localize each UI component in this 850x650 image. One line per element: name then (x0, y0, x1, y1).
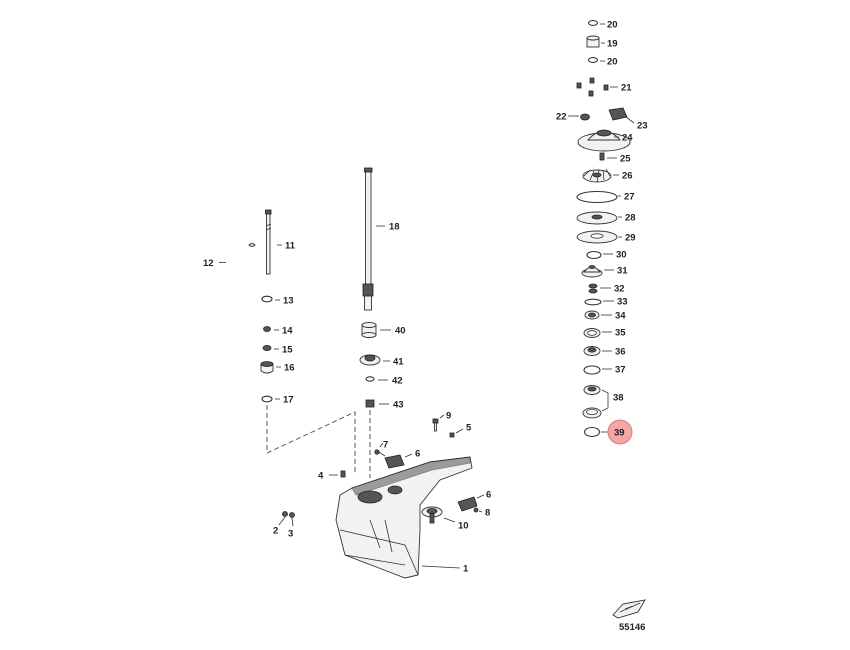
part-24-pump-housing[interactable] (577, 129, 631, 152)
part-10-trim-tab[interactable] (421, 506, 443, 524)
callout-23: 23 (637, 121, 648, 132)
part-31-carrier[interactable] (581, 265, 603, 278)
callout-35: 35 (615, 328, 626, 339)
part-16-bushing[interactable] (260, 361, 274, 374)
part-27-gasket[interactable] (576, 190, 618, 204)
callout-18: 18 (389, 222, 400, 233)
part-6-anode-lower[interactable] (457, 496, 478, 512)
driveshaft-group: 18 40 41 42 43 (359, 167, 406, 411)
callout-4: 4 (318, 471, 324, 482)
callout-11: 11 (285, 241, 296, 252)
callout-16: 16 (284, 363, 295, 374)
callout-39: 39 (614, 428, 625, 439)
callout-37: 37 (615, 365, 626, 376)
part-4-pin[interactable] (340, 470, 346, 478)
callout-34: 34 (615, 311, 626, 322)
part-26-impeller[interactable] (582, 168, 612, 183)
part-35-race[interactable] (583, 328, 601, 338)
callout-22: 22 (556, 112, 567, 123)
part-3-washer[interactable] (289, 512, 295, 518)
callout-25: 25 (620, 154, 631, 165)
callout-36: 36 (615, 347, 626, 358)
part-6-anode-upper[interactable] (384, 454, 405, 469)
part-11-shift-shaft[interactable] (265, 209, 272, 275)
part-1-gear-housing[interactable] (335, 456, 473, 579)
shift-shaft-group: 11 12 13 14 15 16 17 (203, 209, 296, 406)
part-34-bearing[interactable] (584, 310, 600, 320)
callout-32: 32 (614, 284, 625, 295)
callout-24: 24 (622, 133, 633, 144)
callout-42: 42 (392, 376, 403, 387)
part-5-nut[interactable] (449, 432, 455, 438)
part-22-grommet[interactable] (580, 113, 590, 121)
callout-21: 21 (621, 83, 632, 94)
callout-20-upper: 20 (607, 20, 618, 31)
callout-14: 14 (282, 326, 293, 337)
part-8-screw[interactable] (473, 507, 479, 513)
part-38-bearing-cup[interactable] (582, 385, 602, 419)
callout-40: 40 (395, 326, 406, 337)
callout-28: 28 (625, 213, 636, 224)
part-20-o-ring-lower[interactable] (587, 57, 599, 63)
callout-31: 31 (617, 266, 628, 277)
callout-17: 17 (283, 395, 294, 406)
part-39-o-ring[interactable] (583, 426, 601, 438)
part-25-pin[interactable] (599, 152, 605, 161)
callout-1: 1 (463, 564, 469, 575)
callout-6-upper: 6 (415, 449, 420, 460)
part-12-clip[interactable] (248, 243, 256, 247)
reference-thumbnail (612, 599, 646, 619)
part-37-o-ring[interactable] (583, 365, 601, 375)
part-32-seals[interactable] (588, 283, 598, 294)
highlight-marker[interactable] (607, 419, 633, 445)
part-2-plug[interactable] (282, 511, 288, 517)
callout-30: 30 (616, 250, 627, 261)
callout-3: 3 (288, 529, 293, 540)
part-18-driveshaft[interactable] (362, 167, 374, 311)
callout-41: 41 (393, 357, 404, 368)
callout-26: 26 (622, 171, 633, 182)
callout-20-lower: 20 (607, 57, 618, 68)
callout-29: 29 (625, 233, 636, 244)
callout-10: 10 (458, 521, 469, 532)
part-28-face-plate[interactable] (576, 211, 618, 225)
callout-9: 9 (446, 411, 451, 422)
part-14-washer[interactable] (263, 326, 271, 332)
part-17-o-ring[interactable] (261, 395, 273, 403)
part-40-sleeve[interactable] (361, 322, 377, 338)
callout-7: 7 (383, 440, 388, 451)
callout-38: 38 (613, 393, 624, 404)
part-9-bolt[interactable] (432, 418, 439, 432)
callout-43: 43 (393, 400, 404, 411)
callout-33: 33 (617, 297, 628, 308)
part-29-gasket[interactable] (576, 230, 618, 244)
diagram-id: 55146 (619, 622, 645, 633)
callout-8: 8 (485, 508, 490, 519)
callout-6-lower: 6 (486, 490, 491, 501)
part-30-o-ring[interactable] (586, 250, 602, 260)
part-23-insert[interactable] (608, 107, 628, 121)
part-42-o-ring[interactable] (365, 376, 375, 382)
callout-2: 2 (273, 526, 278, 537)
part-19-sleeve[interactable] (586, 35, 600, 48)
callout-12: 12 (203, 258, 214, 269)
part-15-seal[interactable] (262, 344, 272, 351)
part-41-bearing[interactable] (359, 354, 381, 366)
part-13-o-ring[interactable] (261, 295, 273, 303)
callout-19: 19 (607, 39, 618, 50)
part-7-screw[interactable] (374, 449, 386, 457)
callout-27: 27 (624, 192, 635, 203)
part-36-bearing[interactable] (583, 346, 601, 356)
callout-13: 13 (283, 296, 294, 307)
part-43-bearing[interactable] (365, 399, 375, 408)
assembly-lines (266, 405, 371, 478)
part-21-screws[interactable] (576, 77, 609, 97)
water-pump-group: 20 19 20 21 22 23 (556, 20, 648, 445)
part-33-gasket[interactable] (584, 298, 602, 306)
callout-5: 5 (466, 423, 472, 434)
part-20-o-ring-upper[interactable] (587, 20, 599, 26)
callout-15: 15 (282, 345, 293, 356)
